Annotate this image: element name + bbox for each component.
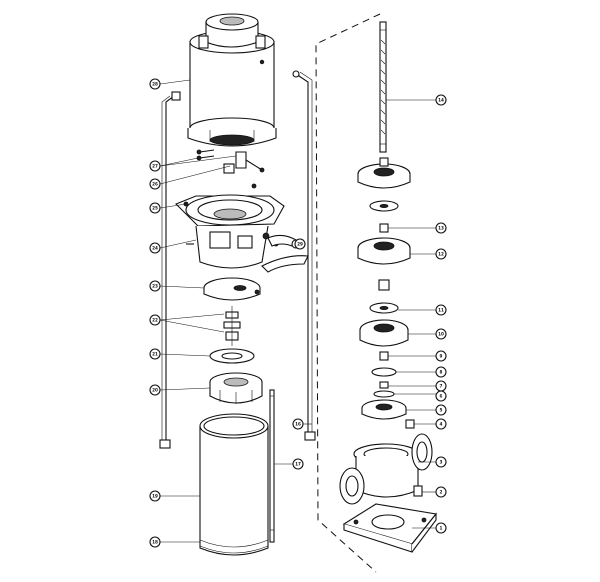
svg-text:2: 2 — [440, 490, 443, 495]
callout-8: 8 — [435, 366, 447, 378]
callout-29: 29 — [294, 238, 306, 250]
motor-stool — [175, 194, 285, 269]
callout-17: 17 — [292, 458, 304, 470]
svg-text:22: 22 — [152, 318, 158, 323]
outer-sleeve — [199, 413, 269, 556]
svg-text:6: 6 — [440, 394, 443, 399]
callout-9: 9 — [435, 350, 447, 362]
motor — [187, 13, 277, 147]
impeller-stack — [357, 157, 415, 429]
svg-text:26: 26 — [152, 182, 158, 187]
callout-3: 3 — [435, 456, 447, 468]
svg-text:1: 1 — [440, 526, 443, 531]
callout-14: 14 — [435, 94, 447, 106]
callout-19: 19 — [149, 490, 161, 502]
callout-11: 11 — [435, 304, 447, 316]
callout-2: 2 — [435, 486, 447, 498]
svg-text:16: 16 — [295, 422, 301, 427]
svg-text:27: 27 — [152, 164, 158, 169]
svg-text:18: 18 — [152, 540, 158, 545]
tie-rod — [269, 389, 275, 543]
callout-24: 24 — [149, 242, 161, 254]
base-plate — [342, 503, 438, 553]
callout-26: 26 — [149, 178, 161, 190]
callout-5: 5 — [435, 404, 447, 416]
upper-stage — [209, 372, 263, 404]
svg-text:3: 3 — [440, 460, 443, 465]
callout-27: 27 — [149, 160, 161, 172]
callout-13: 13 — [435, 222, 447, 234]
seal-ring — [209, 348, 255, 364]
svg-text:13: 13 — [438, 226, 444, 231]
callouts-mid: 29 17 16 — [292, 238, 306, 470]
callout-21: 21 — [149, 348, 161, 360]
callout-22: 22 — [149, 314, 161, 326]
callout-20: 20 — [149, 384, 161, 396]
callout-16: 16 — [292, 418, 304, 430]
svg-text:8: 8 — [440, 370, 443, 375]
svg-text:20: 20 — [152, 388, 158, 393]
svg-text:24: 24 — [152, 246, 158, 251]
svg-text:7: 7 — [440, 384, 443, 389]
svg-text:4: 4 — [440, 422, 443, 427]
svg-text:25: 25 — [152, 206, 158, 211]
svg-text:14: 14 — [438, 98, 444, 103]
right-pipe — [295, 73, 309, 440]
svg-text:9: 9 — [440, 354, 443, 359]
callout-7: 7 — [435, 380, 447, 392]
pump-body — [339, 433, 433, 505]
callout-6: 6 — [435, 390, 447, 402]
svg-text:29: 29 — [297, 242, 303, 247]
left-pipe — [165, 95, 175, 448]
pump-shaft — [379, 21, 387, 153]
seal-plate — [203, 277, 261, 301]
callouts-right: 14 13 12 11 10 9 8 7 6 5 4 3 2 1 — [435, 94, 447, 534]
callout-4: 4 — [435, 418, 447, 430]
leader-lines — [159, 79, 436, 543]
callout-28: 28 — [149, 78, 161, 90]
callout-18: 18 — [149, 536, 161, 548]
mechanical-seal — [223, 306, 241, 346]
callout-1: 1 — [435, 522, 447, 534]
svg-text:10: 10 — [438, 332, 444, 337]
svg-text:28: 28 — [152, 82, 158, 87]
svg-text:21: 21 — [152, 352, 158, 357]
svg-text:17: 17 — [295, 462, 301, 467]
callout-23: 23 — [149, 280, 161, 292]
svg-text:19: 19 — [152, 494, 158, 499]
svg-text:23: 23 — [152, 284, 158, 289]
callout-10: 10 — [435, 328, 447, 340]
svg-text:12: 12 — [438, 252, 444, 257]
callout-12: 12 — [435, 248, 447, 260]
motor-bolts — [196, 149, 265, 189]
callout-25: 25 — [149, 202, 161, 214]
svg-text:5: 5 — [440, 408, 443, 413]
svg-text:11: 11 — [438, 308, 444, 313]
callouts-left: 28 27 26 25 24 23 22 21 20 19 18 — [149, 78, 161, 548]
